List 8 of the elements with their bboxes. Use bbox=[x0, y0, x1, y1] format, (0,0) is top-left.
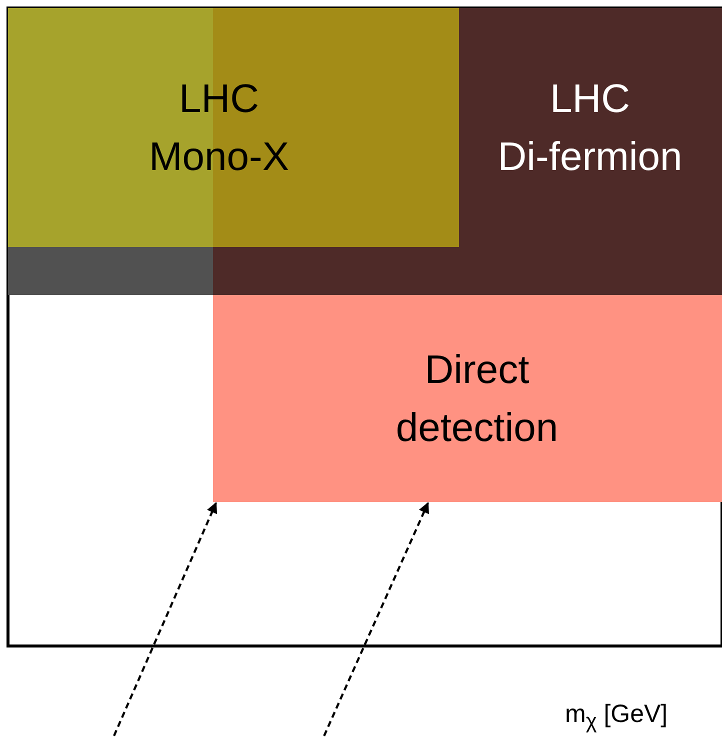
shaded-band bbox=[8, 247, 459, 295]
region-label: LHC Mono-X bbox=[148, 76, 290, 180]
region-label: LHC Di-fermion bbox=[496, 76, 684, 180]
axis-label: m$_{χ}$ [GeV] bbox=[565, 700, 668, 734]
region-box bbox=[459, 8, 722, 295]
region-label: Direct detection bbox=[394, 346, 560, 452]
region-box bbox=[213, 295, 722, 502]
region-box bbox=[8, 8, 459, 247]
